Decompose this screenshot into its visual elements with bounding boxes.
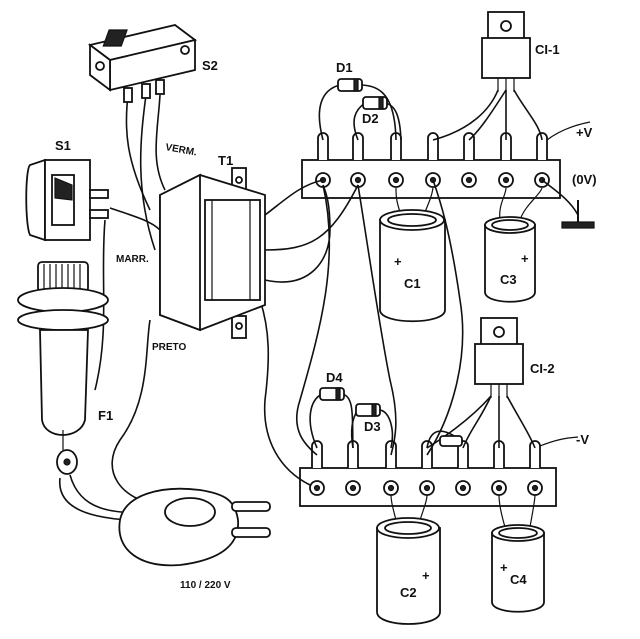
label-c2: C2 [400,585,417,600]
capacitor-c2 [376,517,441,625]
diode-d2 [362,96,388,110]
switch-s2 [87,24,198,103]
label-c1: C1 [404,276,421,291]
regulator-ci2 [474,317,524,398]
transformer-t1 [159,167,266,339]
label-c4: C4 [510,572,527,587]
label-mains-voltage: 110 / 220 V [180,580,231,591]
terminal-strip-top [301,132,561,199]
capacitor-c4 [491,524,545,613]
diode-d1 [337,78,363,92]
label-marr: MARR. [116,254,149,265]
label-d3: D3 [364,419,381,434]
label-ci2: CI-2 [530,361,555,376]
label-ci1: CI-1 [535,42,560,57]
label-plus-c1: + [394,254,402,269]
label-d1: D1 [336,60,353,75]
diode-d3 [355,403,381,417]
label-plus-c2: + [422,568,430,583]
label-s2: S2 [202,58,218,73]
label-s1: S1 [55,138,71,153]
fuse-cap-ridges [43,264,81,290]
regulator-ci1 [481,11,531,92]
label-zero-v: (0V) [572,172,597,187]
diode-center [439,435,463,447]
label-c3: C3 [500,272,517,287]
terminal-strip-bottom [299,440,557,507]
mains-plug [118,487,271,567]
label-plus-c4: + [500,560,508,575]
strip-top-lugs [317,132,548,160]
strip-bottom-lugs [311,440,541,468]
label-preto: PRETO [152,342,186,353]
label-t1: T1 [218,153,233,168]
label-f1: F1 [98,408,113,423]
capacitor-c1 [379,209,446,323]
capacitor-c3 [484,216,536,303]
label-d2: D2 [362,111,379,126]
diode-d4 [319,387,345,401]
label-plus-v: +V [576,125,593,140]
switch-s1 [25,158,109,242]
wires [59,84,591,528]
label-plus-c3: + [521,251,529,266]
fuse-f1 [17,261,109,475]
label-d4: D4 [326,370,343,385]
label-verm: VERM. [164,142,197,158]
strip-top-screws [315,172,550,188]
ground-symbol [561,200,595,229]
label-minus-v: -V [576,432,589,447]
